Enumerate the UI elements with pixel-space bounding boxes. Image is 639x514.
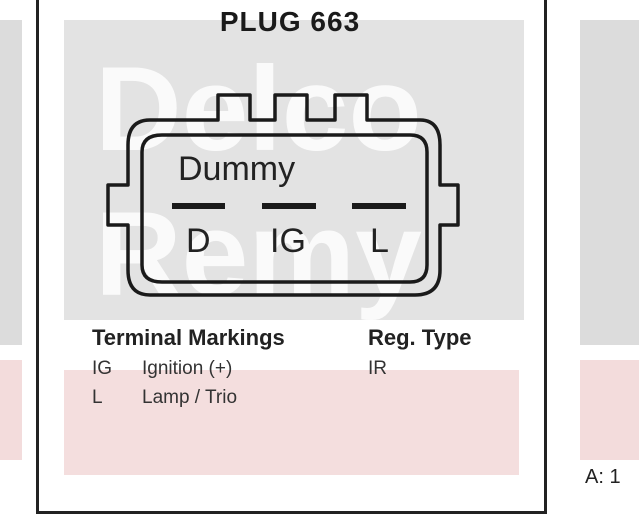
watermark-logo: Delco Remy (95, 42, 422, 321)
watermark-right-gray-band (580, 20, 639, 345)
plug-title: PLUG 663 (219, 6, 361, 37)
watermark-left-pink-band (0, 360, 22, 460)
connector-inner-shell (140, 133, 429, 284)
pin-label-ig: IG (270, 222, 306, 260)
pin-label-d: D (186, 222, 211, 260)
reg-type-header: Reg. Type (368, 325, 472, 350)
svg-text:Remy: Remy (95, 187, 422, 321)
reg-type-value: IR (368, 358, 387, 379)
terminal-markings-header: Terminal Markings (92, 325, 285, 350)
watermark-right-pink-band (580, 360, 639, 460)
connector-outer-shell (106, 93, 460, 297)
legend-desc-l: Lamp / Trio (142, 387, 238, 408)
legend-desc-ig: Ignition (+) (142, 358, 233, 379)
pin-label-l: L (370, 222, 389, 260)
watermark-center-pink-block (64, 370, 519, 475)
side-caption: A: 1 (585, 466, 621, 488)
plug-connector-diagram (106, 93, 460, 297)
legend-code-ig: IG (92, 358, 113, 379)
legend-code-l: L (92, 387, 103, 408)
watermark-left-gray-band (0, 20, 22, 345)
connector-dummy-label: Dummy (178, 150, 296, 188)
